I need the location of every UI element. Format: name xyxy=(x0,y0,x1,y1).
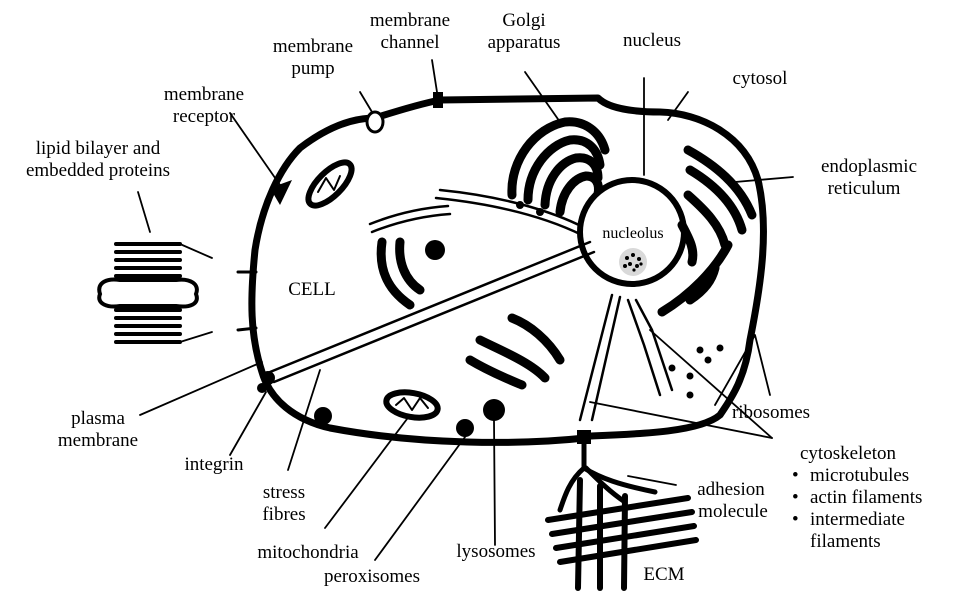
label-er-2: reticulum xyxy=(828,178,901,199)
label-cytoskeleton: cytoskeleton xyxy=(800,443,897,464)
nucleolus-shape xyxy=(619,248,647,276)
label-golgi-2: apparatus xyxy=(488,32,561,53)
label-lipid-bilayer-1: lipid bilayer and xyxy=(36,138,161,159)
er-fold-center-2 xyxy=(400,242,420,290)
mitochondrion-bottom xyxy=(384,389,439,422)
label-cytoskeleton-item-3: intermediate xyxy=(810,509,905,530)
leader-lines xyxy=(138,60,793,560)
label-membrane-receptor-2: receptor xyxy=(173,106,236,127)
cytoskeleton-bullet-2: • xyxy=(792,487,799,508)
label-plasma-membrane-1: plasma xyxy=(71,408,125,429)
label-ribosomes: ribosomes xyxy=(732,402,810,423)
lysosome-shape xyxy=(483,399,505,421)
membrane-pump-shape xyxy=(367,112,383,132)
adhesion-molecule-shape xyxy=(560,440,655,510)
label-stress-fibres-1: stress xyxy=(263,482,305,503)
label-membrane-pump-2: pump xyxy=(291,58,334,79)
adhesion-anchor xyxy=(577,430,591,444)
label-ecm: ECM xyxy=(643,564,684,585)
membrane-body-shape xyxy=(314,407,332,425)
label-adhesion-molecule-1: adhesion xyxy=(697,479,765,500)
stress-fibre xyxy=(270,242,590,372)
label-membrane-channel-1: membrane xyxy=(370,10,450,31)
label-membrane-pump-1: membrane xyxy=(273,36,353,57)
lysosome-center xyxy=(425,240,445,260)
lipid-bilayer-inset xyxy=(99,244,212,342)
label-mitochondria: mitochondria xyxy=(257,542,359,563)
label-nucleolus: nucleolus xyxy=(602,225,663,242)
label-membrane-receptor-1: membrane xyxy=(164,84,244,105)
label-cytoskeleton-item-4: filaments xyxy=(810,531,881,552)
label-nucleus: nucleus xyxy=(623,30,681,51)
cytoskeleton-bullet-1: • xyxy=(792,465,799,486)
peroxisome-shape xyxy=(456,419,474,437)
label-golgi-1: Golgi xyxy=(502,10,545,31)
cytoskeleton-bullet-3: • xyxy=(792,509,799,530)
stress-fibre-2 xyxy=(274,252,594,382)
label-lipid-bilayer-2: embedded proteins xyxy=(26,160,170,181)
label-lysosomes: lysosomes xyxy=(456,541,535,562)
label-cytoskeleton-item-1: microtubules xyxy=(810,465,909,486)
label-plasma-membrane-2: membrane xyxy=(58,430,138,451)
mitochondrion-top xyxy=(302,156,359,213)
label-membrane-channel-2: channel xyxy=(380,32,439,53)
label-peroxisomes: peroxisomes xyxy=(324,566,420,587)
er-fold-lower xyxy=(470,318,560,385)
label-er-1: endoplasmic xyxy=(821,156,917,177)
label-cytoskeleton-item-2: actin filaments xyxy=(810,487,922,508)
label-cell: CELL xyxy=(288,279,336,300)
membrane-channel-shape xyxy=(433,92,443,108)
label-cytosol: cytosol xyxy=(733,68,788,89)
label-stress-fibres-2: fibres xyxy=(262,504,305,525)
er-fold-center-4 xyxy=(372,214,450,232)
label-adhesion-molecule-2: molecule xyxy=(698,501,768,522)
label-integrin: integrin xyxy=(184,454,244,475)
